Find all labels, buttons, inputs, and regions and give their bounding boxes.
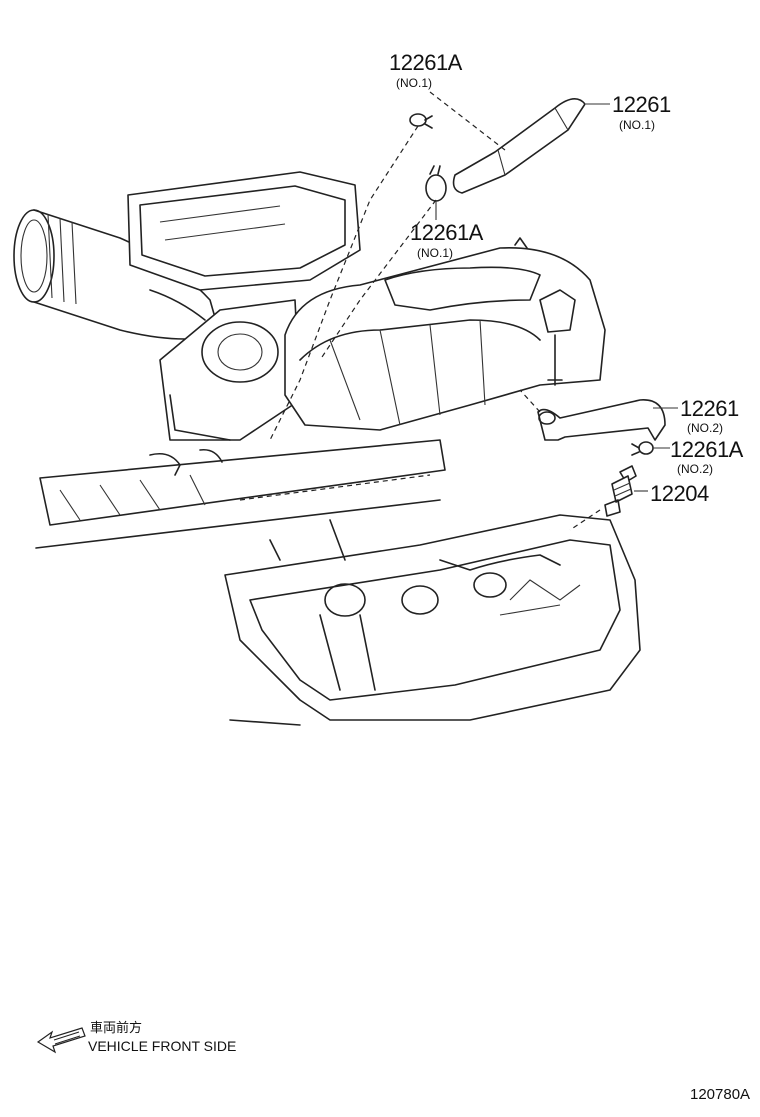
cylinder-head-cover <box>224 514 641 726</box>
clip-no1-mid <box>425 165 447 202</box>
callout-12261a-no1-top-sub: (NO.1) <box>396 76 432 90</box>
manifold-rail <box>35 439 446 549</box>
callout-12261a-no1-mid: 12261A <box>410 220 483 245</box>
callout-12261a-no2-sub: (NO.2) <box>677 462 713 476</box>
clip-no1-top <box>409 113 433 129</box>
callout-12261a-no1-top: 12261A <box>389 50 462 75</box>
hose-no1 <box>452 98 586 194</box>
callout-12261-no2: 12261 <box>680 396 739 421</box>
figure-code: 120780A <box>690 1086 751 1103</box>
legend-en: VEHICLE FRONT SIDE <box>88 1038 237 1054</box>
callout-12261a-no1-mid-sub: (NO.1) <box>417 246 453 260</box>
callout-12261-no1: 12261 <box>612 92 671 117</box>
callout-12261-no1-sub: (NO.1) <box>619 118 655 132</box>
throttle-body <box>159 299 301 441</box>
clip-no2 <box>631 441 654 456</box>
callout-12261-no2-sub: (NO.2) <box>687 421 723 435</box>
callout-12204: 12204 <box>650 481 709 506</box>
leader-lines <box>269 91 678 531</box>
hose-no2 <box>537 399 666 441</box>
callout-12261a-no2: 12261A <box>670 437 743 462</box>
air-cleaner-box <box>127 171 361 291</box>
front-arrow-icon <box>36 1027 86 1054</box>
spark-plug <box>604 465 637 517</box>
legend-jp: 車両前方 <box>90 1021 143 1036</box>
